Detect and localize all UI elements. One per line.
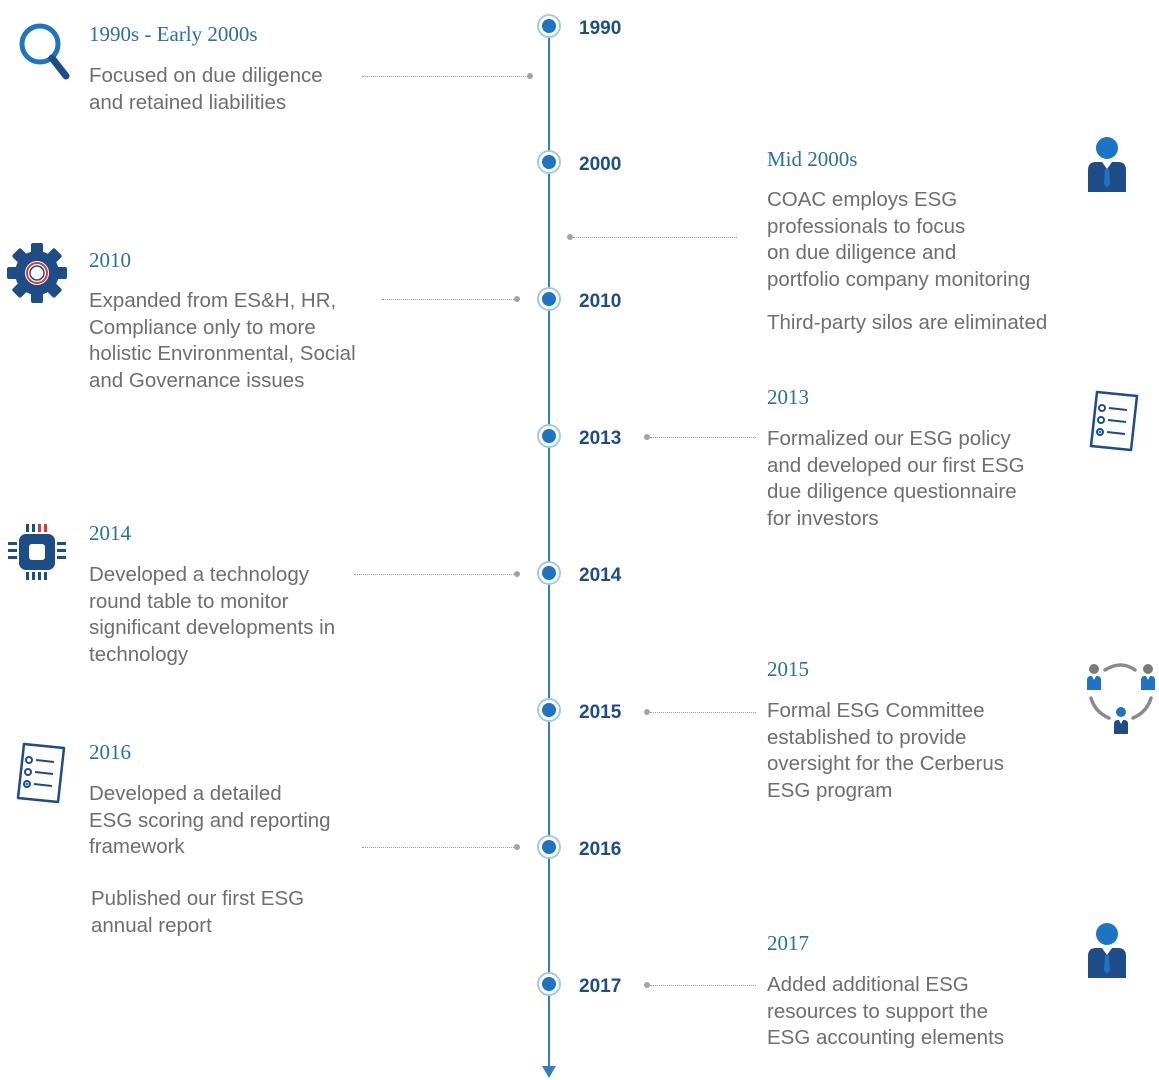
event-line: Focused on due diligence <box>89 64 323 87</box>
event-line: for investors <box>767 506 879 530</box>
event-title: 2014 <box>89 521 131 545</box>
year-label-2000: 2000 <box>579 154 622 175</box>
event-description: Formalized our ESG policy and developed … <box>767 426 1097 532</box>
connector-line <box>382 299 516 300</box>
timeline-arrowhead <box>542 1066 556 1078</box>
event-extra-note: Published our first ESG annual report <box>91 886 391 939</box>
event-line: framework <box>89 835 185 858</box>
connector-line <box>573 237 737 238</box>
event-line: COAC employs ESG <box>767 188 958 211</box>
event-line: Formalized our ESG policy <box>767 427 1011 450</box>
event-description: Developed a technology round table to mo… <box>89 562 419 668</box>
connector-line <box>650 437 756 438</box>
chip-icon <box>6 522 68 582</box>
event-line: due diligence questionnaire <box>767 480 1017 503</box>
event-line: Formal ESG Committee <box>767 699 985 722</box>
year-label-2013: 2013 <box>579 428 622 449</box>
event-extra-note: Third-party silos are eliminated <box>767 311 1048 334</box>
event-line: significant developments in <box>89 616 336 639</box>
timeline-node <box>537 150 561 174</box>
connector-dot <box>644 434 650 440</box>
event-line: ESG scoring and reporting <box>89 808 331 832</box>
event-line: Expanded from ES&H, HR, <box>89 289 337 312</box>
event-description: Added additional ESG resources to suppor… <box>767 972 1097 1052</box>
event-title: 1990s - Early 2000s <box>89 22 258 46</box>
event-line: portfolio company monitoring <box>767 267 1031 291</box>
event-line: technology <box>89 642 189 666</box>
connector-dot <box>514 571 520 577</box>
event-description: COAC employs ESG professionals to focus … <box>767 187 1097 293</box>
year-label-2016: 2016 <box>579 839 622 860</box>
timeline-node <box>537 972 561 996</box>
event-title: 2015 <box>767 657 809 681</box>
event-description: Focused on due diligence and retained li… <box>89 63 359 116</box>
event-line: resources to support the <box>767 999 989 1023</box>
person-icon <box>1085 922 1129 978</box>
timeline-node <box>537 14 561 38</box>
event-title: 2013 <box>767 385 809 409</box>
event-title: Mid 2000s <box>767 147 858 171</box>
connector-dot <box>514 844 520 850</box>
year-label-2017: 2017 <box>579 976 622 997</box>
connector-dot <box>527 73 533 79</box>
connector-dot <box>644 709 650 715</box>
year-label-1990: 1990 <box>579 18 622 39</box>
event-title: 2010 <box>89 248 131 272</box>
timeline-node <box>537 424 561 448</box>
event-title: 2017 <box>767 931 809 955</box>
timeline-node <box>537 561 561 585</box>
team-icon <box>1083 658 1159 736</box>
person-icon <box>1085 136 1129 192</box>
event-line: holistic Environmental, Social <box>89 342 356 365</box>
year-label-2014: 2014 <box>579 565 622 586</box>
timeline-node <box>537 698 561 722</box>
event-description: Expanded from ES&H, HR, Compliance only … <box>89 288 419 394</box>
connector-dot <box>567 234 573 240</box>
timeline-node <box>537 287 561 311</box>
event-line: round table to monitor <box>89 589 289 613</box>
connector-line <box>362 847 516 848</box>
year-label-2010: 2010 <box>579 291 622 312</box>
event-description: Developed a detailed ESG scoring and rep… <box>89 781 389 861</box>
checklist-icon <box>1087 390 1141 452</box>
event-line: Developed a detailed <box>89 782 282 805</box>
event-line: Compliance only to more <box>89 315 316 339</box>
event-line: Developed a technology <box>89 563 309 586</box>
event-line: ESG program <box>767 778 893 802</box>
connector-dot <box>644 982 650 988</box>
gear-icon <box>6 242 68 304</box>
event-line: and developed our first ESG <box>767 453 1025 477</box>
event-line: annual report <box>91 913 212 937</box>
event-title: 2016 <box>89 740 131 764</box>
connector-line <box>362 76 528 77</box>
event-line: and retained liabilities <box>89 90 287 114</box>
event-line: Published our first ESG <box>91 887 305 910</box>
event-description: Formal ESG Committee established to prov… <box>767 698 1097 804</box>
connector-line <box>650 985 756 986</box>
event-line: on due diligence and <box>767 241 957 264</box>
connector-dot <box>514 296 520 302</box>
event-line: established to provide <box>767 725 967 749</box>
event-line: oversight for the Cerberus <box>767 752 1005 775</box>
timeline-node <box>537 835 561 859</box>
event-line: professionals to focus <box>767 214 966 238</box>
year-label-2015: 2015 <box>579 702 622 723</box>
checklist-icon <box>14 742 68 804</box>
event-line: ESG accounting elements <box>767 1026 1005 1049</box>
timeline-axis <box>548 36 550 1066</box>
connector-line <box>650 712 756 713</box>
event-line: and Governance issues <box>89 368 305 392</box>
magnifier-icon <box>16 20 72 80</box>
event-line: Added additional ESG <box>767 973 969 996</box>
connector-line <box>354 574 516 575</box>
